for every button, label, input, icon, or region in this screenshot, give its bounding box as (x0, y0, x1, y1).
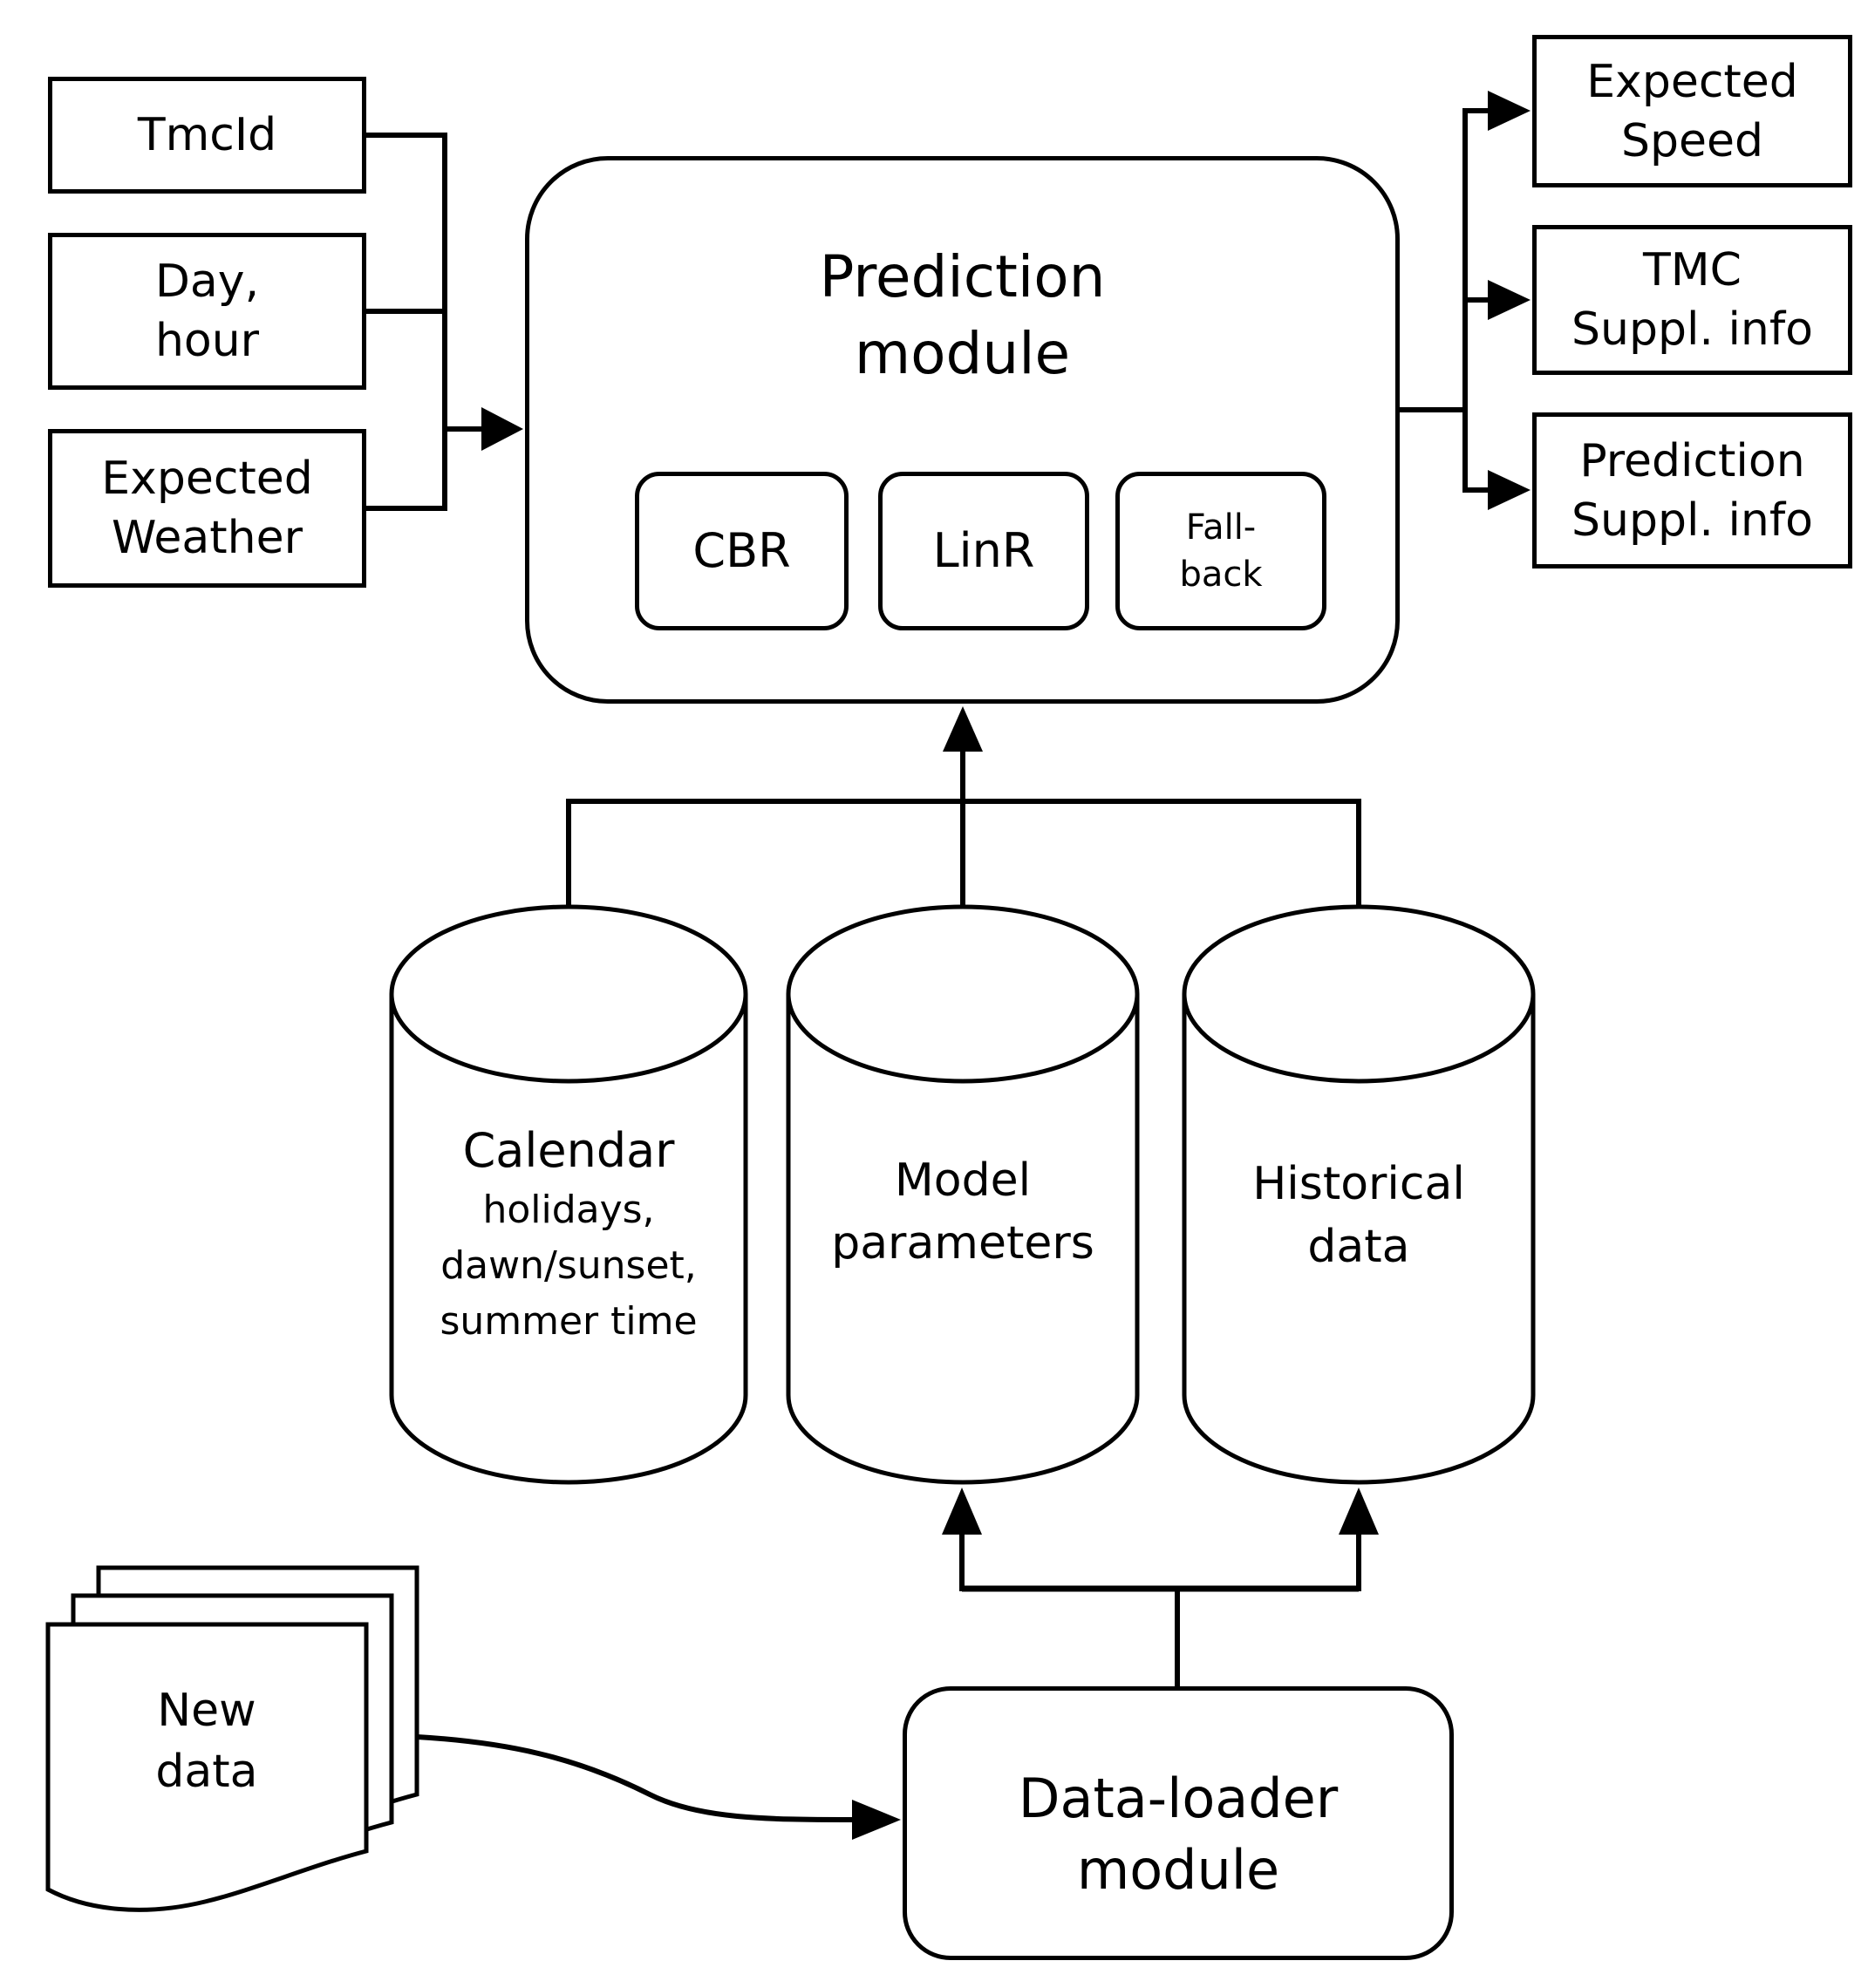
input-label-hour: hour (154, 315, 260, 367)
new-data-line1: New (157, 1685, 256, 1737)
model-parameters-cylinder (786, 904, 1140, 1485)
input-box-day-hour: Day, hour (48, 233, 366, 390)
linr-label: LinR (932, 523, 1035, 578)
historical-data-line2: data (1307, 1221, 1410, 1273)
prediction-module-box: Prediction module CBR LinR Fall- back (525, 156, 1400, 704)
input-label-expected: Expected (101, 453, 313, 505)
module-input-arrowhead-icon (943, 706, 983, 752)
calendar-detail-summer-time: summer time (440, 1299, 698, 1344)
prediction-module-title-line1: Prediction (819, 243, 1106, 310)
model-parameters-line1: Model (894, 1154, 1032, 1207)
output-arrowhead-speed-icon (1488, 91, 1531, 131)
output-label-prediction-line2: Suppl. info (1571, 494, 1813, 547)
output-box-prediction-suppl-info: Prediction Suppl. info (1532, 412, 1852, 568)
fallback-box: Fall- back (1115, 472, 1326, 630)
input-label-tmcid: TmcId (137, 109, 277, 161)
cbr-label: CBR (692, 523, 791, 578)
loader-arrowhead-historical-icon (1339, 1488, 1379, 1535)
output-label-expected-speed-line2: Speed (1620, 114, 1763, 167)
data-loader-title-line2: module (1076, 1838, 1280, 1902)
document-page-front (45, 1622, 369, 1912)
newdata-arrowhead-icon (852, 1800, 901, 1840)
data-loader-module-box: Data-loader module (903, 1686, 1454, 1960)
input-box-expected-weather: Expected Weather (48, 429, 366, 588)
data-loader-title-line1: Data-loader (1018, 1767, 1339, 1830)
newdata-curve-line (416, 1734, 853, 1822)
fallback-label-line2: back (1179, 555, 1263, 595)
fallback-label-line1: Fall- (1185, 507, 1257, 548)
output-arrowhead-tmc-icon (1488, 280, 1531, 320)
model-parameters-cylinder-rim (786, 993, 1140, 1084)
cbr-box: CBR (635, 472, 849, 630)
historical-data-cylinder-rim (1182, 993, 1536, 1084)
input-label-day: Day, (154, 255, 260, 308)
input-label-weather: Weather (112, 512, 303, 564)
linr-box: LinR (878, 472, 1089, 630)
new-data-label: New data (67, 1680, 346, 1802)
output-label-prediction-line1: Prediction (1579, 434, 1805, 487)
calendar-cylinder (389, 904, 748, 1485)
historical-data-label: Historical data (1132, 1153, 1585, 1278)
output-label-expected-speed-line1: Expected (1586, 55, 1798, 108)
output-box-tmc-suppl-info: TMC Suppl. info (1532, 225, 1852, 375)
calendar-title: Calendar (462, 1123, 675, 1178)
prediction-module-title-line2: module (854, 320, 1071, 387)
historical-data-cylinder (1182, 904, 1536, 1485)
model-parameters-label: Model parameters (736, 1149, 1190, 1275)
output-arrowhead-prediction-icon (1488, 470, 1531, 510)
output-label-tmc-line2: Suppl. info (1571, 303, 1813, 356)
model-parameters-line2: parameters (831, 1217, 1094, 1270)
calendar-cylinder-label: Calendar holidays, dawn/sunset, summer t… (342, 1120, 795, 1350)
historical-data-line1: Historical (1252, 1158, 1465, 1210)
calendar-detail-holidays: holidays, (482, 1188, 655, 1232)
input-box-tmcid: TmcId (48, 77, 366, 194)
output-box-expected-speed: Expected Speed (1532, 35, 1852, 187)
output-label-tmc-line1: TMC (1643, 244, 1742, 296)
loader-arrowhead-model-icon (942, 1488, 982, 1535)
calendar-detail-dawn-sunset: dawn/sunset, (440, 1243, 697, 1288)
calendar-cylinder-rim (389, 993, 748, 1084)
input-arrowhead-icon (481, 407, 523, 451)
new-data-line2: data (155, 1746, 258, 1798)
